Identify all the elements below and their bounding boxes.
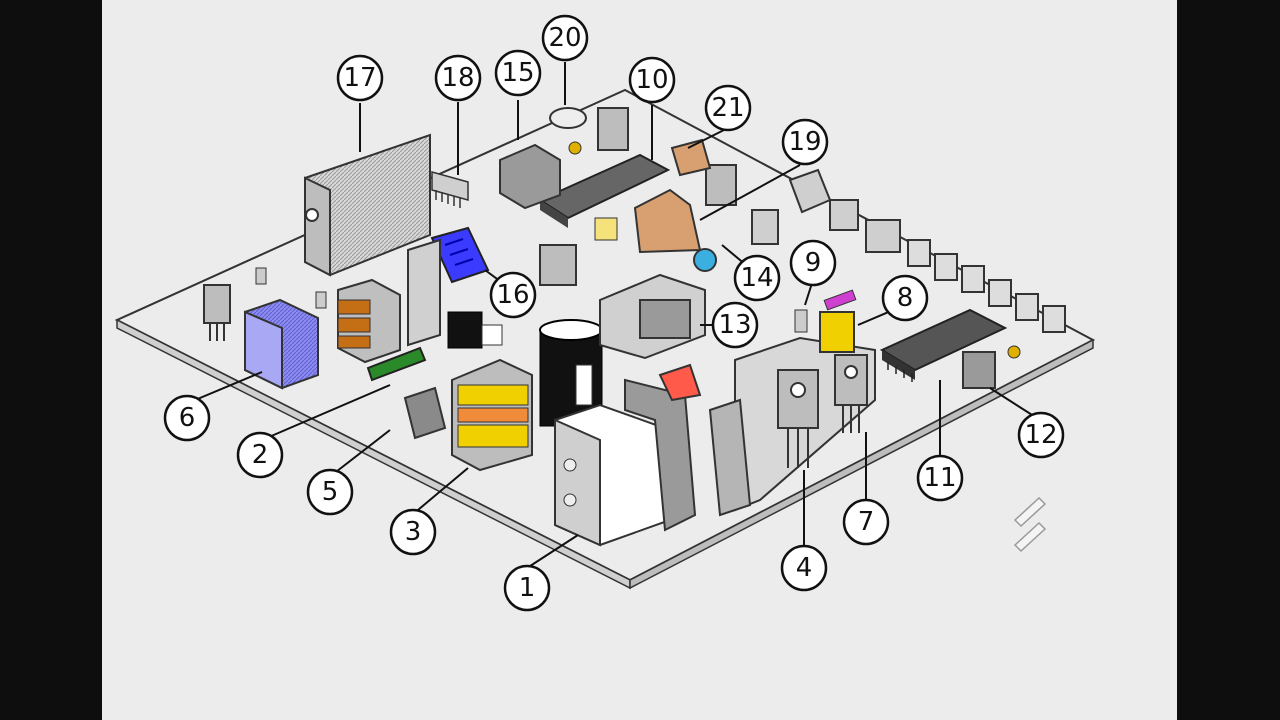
callout-17-text: 17 bbox=[343, 63, 376, 93]
callout-3: 3 bbox=[389, 508, 437, 556]
callout-4: 4 bbox=[780, 544, 828, 592]
callout-19: 19 bbox=[781, 118, 829, 166]
callout-10: 10 bbox=[628, 56, 676, 104]
saw-filter bbox=[633, 188, 702, 254]
small-white-part bbox=[481, 324, 503, 346]
callout-10-text: 10 bbox=[635, 65, 668, 95]
callout-21-text: 21 bbox=[711, 93, 744, 123]
callout-15: 15 bbox=[494, 49, 542, 97]
callout-20: 20 bbox=[541, 14, 589, 62]
callout-labels: 1 2 3 4 5 6 7 8 9 10 11 12 13 14 15 16 1… bbox=[163, 14, 1065, 612]
small-transistor bbox=[315, 291, 327, 309]
audio-amplifier bbox=[599, 273, 706, 360]
blue-ceramic-capacitor bbox=[693, 248, 717, 272]
callout-5-text: 5 bbox=[322, 477, 339, 507]
callout-9-text: 9 bbox=[805, 248, 822, 278]
heat-sink-left bbox=[407, 238, 441, 347]
callout-13: 13 bbox=[711, 301, 759, 349]
callout-8-text: 8 bbox=[897, 283, 914, 313]
callout-16-text: 16 bbox=[496, 280, 529, 310]
coil bbox=[597, 107, 629, 151]
callout-2-text: 2 bbox=[252, 440, 269, 470]
callout-6-text: 6 bbox=[179, 403, 196, 433]
callout-18-text: 18 bbox=[441, 63, 474, 93]
microcontroller-ic bbox=[879, 308, 1008, 382]
coil bbox=[705, 164, 737, 206]
yellow-component bbox=[594, 217, 618, 241]
tan-capacitor bbox=[670, 138, 712, 177]
resistor-network bbox=[431, 171, 469, 208]
callout-6: 6 bbox=[163, 394, 211, 442]
memory-chip bbox=[962, 351, 996, 389]
ic-regulator bbox=[539, 244, 577, 286]
callout-20-text: 20 bbox=[548, 23, 581, 53]
callout-4-text: 4 bbox=[796, 553, 813, 583]
callout-1: 1 bbox=[503, 564, 551, 612]
callout-19-text: 19 bbox=[788, 127, 821, 157]
small-transistor-9 bbox=[794, 309, 808, 333]
main-power-block bbox=[554, 378, 697, 547]
trimmer-pot bbox=[568, 141, 582, 155]
flyback-transformer bbox=[451, 358, 533, 472]
video-processor-ic bbox=[537, 153, 671, 228]
callout-12-text: 12 bbox=[1024, 420, 1057, 450]
callout-11-text: 11 bbox=[923, 463, 956, 493]
callout-12: 12 bbox=[1017, 411, 1065, 459]
pencil-icon bbox=[1013, 496, 1047, 553]
callout-16: 16 bbox=[489, 271, 537, 319]
callout-11: 11 bbox=[916, 454, 964, 502]
heat-sink-right bbox=[708, 336, 876, 517]
small-transformer bbox=[337, 278, 401, 364]
small-transistor bbox=[255, 267, 267, 285]
transistor-row bbox=[907, 239, 1066, 333]
coil-block bbox=[499, 143, 561, 210]
callout-3-text: 3 bbox=[405, 517, 422, 547]
callout-5: 5 bbox=[306, 468, 354, 516]
callout-18: 18 bbox=[434, 54, 482, 102]
callout-21: 21 bbox=[704, 84, 752, 132]
red-component bbox=[658, 363, 702, 402]
callout-13-text: 13 bbox=[718, 310, 751, 340]
round-component bbox=[549, 107, 587, 129]
callout-15-text: 15 bbox=[501, 58, 534, 88]
callout-1-text: 1 bbox=[519, 573, 536, 603]
callout-8: 8 bbox=[881, 274, 929, 322]
blue-capacitor-block bbox=[430, 226, 490, 284]
transistor-left-1 bbox=[203, 284, 231, 341]
callout-14: 14 bbox=[733, 254, 781, 302]
green-connector bbox=[366, 346, 427, 382]
callout-17: 17 bbox=[336, 54, 384, 102]
callout-9: 9 bbox=[789, 239, 837, 287]
callout-14-text: 14 bbox=[740, 263, 773, 293]
small-pot bbox=[1007, 345, 1021, 359]
connector-block bbox=[751, 168, 901, 253]
callout-7: 7 bbox=[842, 498, 890, 546]
grey-component bbox=[403, 386, 447, 440]
black-ic bbox=[447, 311, 483, 349]
callout-2: 2 bbox=[236, 431, 284, 479]
relay bbox=[244, 298, 319, 390]
callout-7-text: 7 bbox=[858, 507, 875, 537]
crystal bbox=[819, 289, 857, 353]
tuner-module bbox=[304, 133, 431, 277]
